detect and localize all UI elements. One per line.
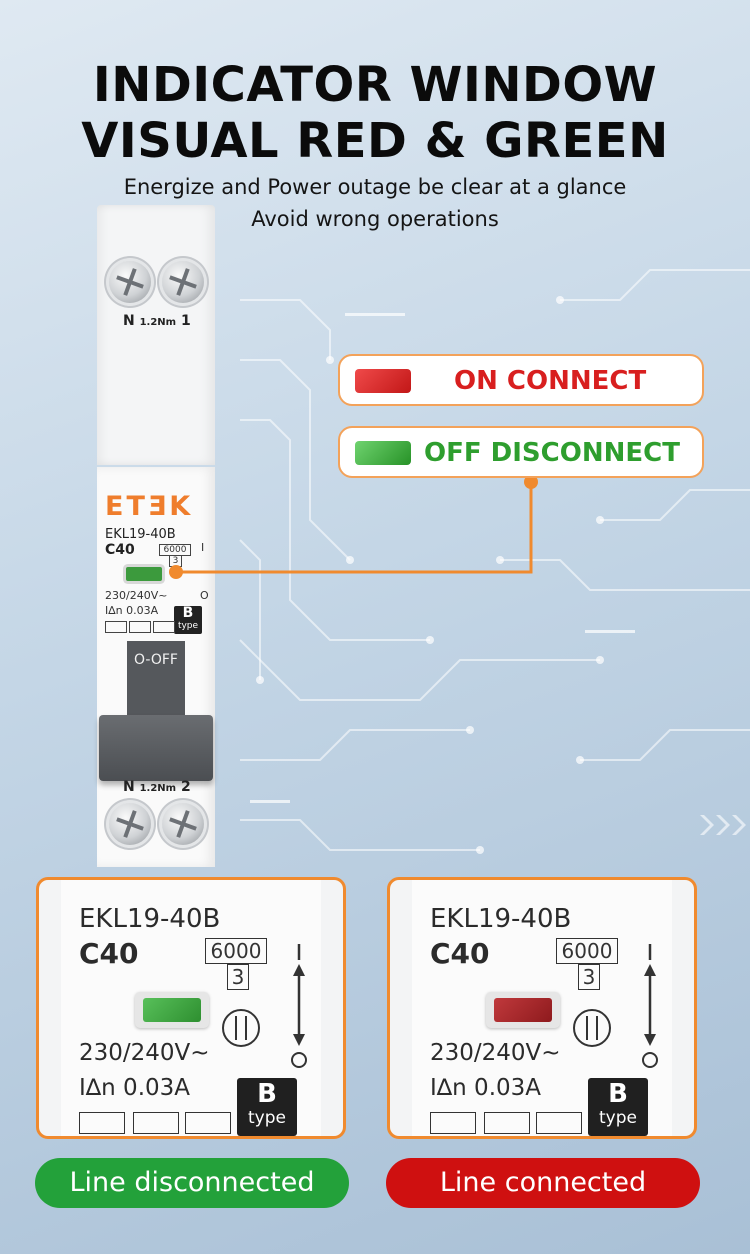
reset-symbol-icon (573, 1009, 611, 1047)
on-off-arrow-icon (642, 944, 658, 1068)
detail-card-connected: EKL19-40B C40 6000 3 230/240V~ I∆n 0.03A… (387, 877, 697, 1139)
subtitle-line-2: Avoid wrong operations (251, 207, 499, 231)
detail-card-disconnected: EKL19-40B C40 6000 3 230/240V~ I∆n 0.03A… (36, 877, 346, 1139)
pulse-symbol-icon (185, 1112, 231, 1134)
card-indicator-window (486, 992, 560, 1028)
card-model: EKL19-40B (79, 904, 221, 934)
ac-symbol-icon (105, 621, 127, 633)
indicator-window (126, 567, 162, 581)
circuit-breaker-product: N 1.2Nm 1 ETƎK EKL19-40B C40 6000 3 I O … (97, 205, 215, 867)
card-model: EKL19-40B (430, 904, 572, 934)
red-window (494, 998, 552, 1022)
card-breaking-capacity: 6000 (556, 938, 618, 964)
breaker-top-housing (97, 205, 215, 465)
off-symbol: O (200, 589, 209, 602)
dc-symbol-icon (133, 1112, 179, 1134)
off-disconnect-callout: OFF DISCONNECT (338, 426, 704, 478)
terminal-screw-icon (162, 803, 204, 845)
ac-symbol-icon (430, 1112, 476, 1134)
dc-symbol-icon (484, 1112, 530, 1134)
on-connect-label: ON CONNECT (454, 366, 647, 396)
status-line-connected: Line connected (386, 1158, 700, 1208)
green-indicator-swatch (355, 441, 411, 465)
card-rating: C40 (79, 937, 139, 970)
green-window (143, 998, 201, 1022)
card-energy-class: 3 (578, 964, 600, 990)
on-symbol: I (201, 541, 205, 554)
breaker-model: EKL19-40B (105, 527, 176, 542)
card-indicator-window (135, 992, 209, 1028)
subtitle-line-1: Energize and Power outage be clear at a … (123, 175, 627, 199)
ac-symbol-icon (79, 1112, 125, 1134)
terminal-screw-icon (162, 261, 204, 303)
top-terminal-label: N 1.2Nm 1 (123, 313, 191, 329)
handle-label: O-OFF (134, 652, 178, 668)
bottom-terminal-label: N 1.2Nm 2 (123, 779, 191, 795)
status-line-disconnected: Line disconnected (35, 1158, 349, 1208)
headline-line-1: INDICATOR WINDOW (92, 57, 658, 113)
breaker-rating: C40 (105, 542, 135, 558)
breaker-voltage: 230/240V~ (105, 589, 168, 602)
breaker-residual-current: I∆n 0.03A (105, 604, 159, 617)
on-off-arrow-icon (291, 944, 307, 1068)
card-voltage: 230/240V~ (79, 1040, 210, 1066)
off-disconnect-label: OFF DISCONNECT (424, 438, 680, 468)
card-rating: C40 (430, 937, 490, 970)
card-residual-current: I∆n 0.03A (430, 1075, 542, 1101)
breaker-toggle-handle[interactable] (99, 715, 213, 781)
reset-symbol-icon (222, 1009, 260, 1047)
card-energy-class: 3 (227, 964, 249, 990)
dc-symbol-icon (129, 621, 151, 633)
card-breaking-capacity: 6000 (205, 938, 267, 964)
card-voltage: 230/240V~ (430, 1040, 561, 1066)
headline-line-2: VISUAL RED & GREEN (81, 113, 669, 169)
pulse-symbol-icon (153, 621, 175, 633)
terminal-screw-icon (109, 803, 151, 845)
terminal-screw-icon (109, 261, 151, 303)
on-connect-callout: ON CONNECT (338, 354, 704, 406)
red-indicator-swatch (355, 369, 411, 393)
card-residual-current: I∆n 0.03A (79, 1075, 191, 1101)
brand-logo: ETƎK (105, 491, 194, 522)
pulse-symbol-icon (536, 1112, 582, 1134)
